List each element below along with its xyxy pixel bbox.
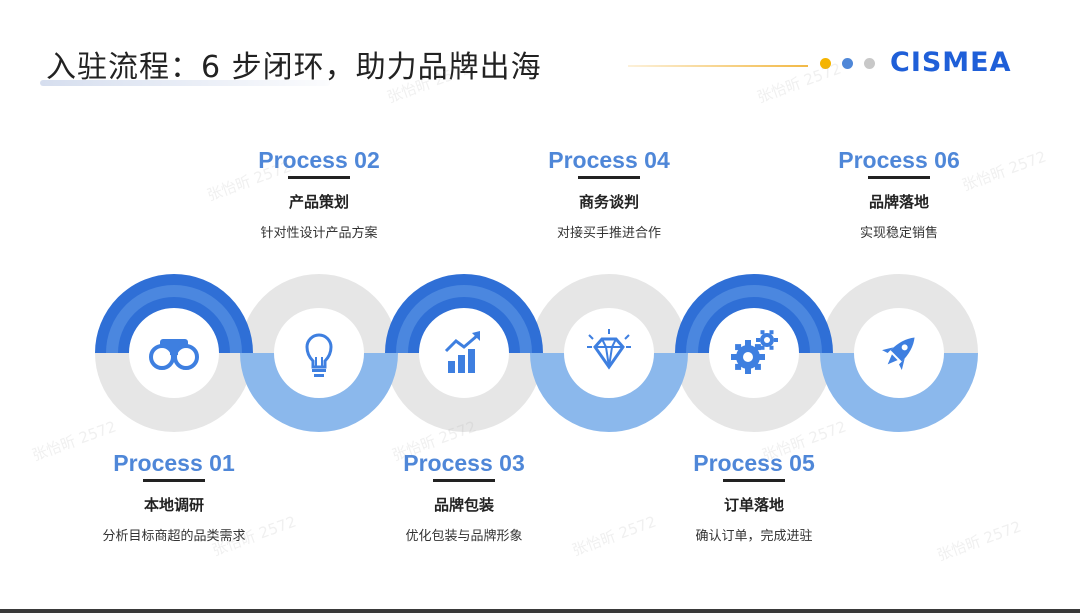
ring-gray-half bbox=[95, 352, 253, 432]
step-4-bar bbox=[578, 176, 640, 179]
step-3-title: Process 03 bbox=[403, 450, 525, 476]
gears-icon bbox=[731, 330, 778, 374]
header-dot-gray bbox=[864, 58, 875, 69]
step-3-desc: 优化包装与品牌形象 bbox=[405, 529, 523, 544]
ring-highlight bbox=[686, 285, 822, 354]
header-accent-line bbox=[628, 65, 808, 67]
step-6-title: Process 06 bbox=[838, 147, 960, 173]
ring-highlight bbox=[106, 285, 242, 354]
ring-blue-half bbox=[385, 274, 543, 354]
ring-gray-half bbox=[530, 274, 688, 354]
step-2-desc: 针对性设计产品方案 bbox=[260, 226, 378, 241]
step-1-desc: 分析目标商超的品类需求 bbox=[102, 529, 246, 544]
step-5-title: Process 05 bbox=[693, 450, 815, 476]
binoculars-icon bbox=[149, 339, 199, 370]
step-1-bar bbox=[143, 479, 205, 482]
step-4-desc: 对接买手推进合作 bbox=[556, 226, 661, 241]
step-3-bar bbox=[433, 479, 495, 482]
step-5-bar bbox=[723, 479, 785, 482]
brand-logo: CISMEA bbox=[890, 47, 1012, 78]
step-4-name: 商务谈判 bbox=[578, 193, 639, 211]
ring-gray-half bbox=[385, 352, 543, 432]
step-4-title: Process 04 bbox=[548, 147, 670, 173]
ring-blue-half bbox=[240, 352, 398, 432]
ring-gray-half bbox=[675, 352, 833, 432]
step-2-title: Process 02 bbox=[258, 147, 380, 173]
page-title: 入驻流程：6 步闭环，助力品牌出海 bbox=[46, 50, 542, 85]
lightbulb-icon bbox=[305, 333, 333, 377]
step-2-name: 产品策划 bbox=[288, 193, 349, 211]
step-1-title: Process 01 bbox=[113, 450, 235, 476]
step-5-name: 订单落地 bbox=[723, 496, 784, 514]
ring-gray-half bbox=[240, 274, 398, 354]
title-underline bbox=[40, 80, 330, 86]
step-5-label: Process 05 订单落地 确认订单，完成进驻 bbox=[624, 450, 884, 544]
step-5-desc: 确认订单，完成进驻 bbox=[695, 529, 813, 544]
diamond-icon bbox=[587, 329, 631, 370]
header-dot-yellow bbox=[820, 58, 831, 69]
step-6-desc: 实现稳定销售 bbox=[859, 226, 938, 241]
ring-blue-half bbox=[675, 274, 833, 354]
ring-blue-half bbox=[820, 352, 978, 432]
ring-highlight bbox=[396, 285, 532, 354]
ring-blue-half bbox=[530, 352, 688, 432]
step-2-bar bbox=[288, 176, 350, 179]
step-1-label: Process 01 本地调研 分析目标商超的品类需求 bbox=[44, 450, 304, 544]
step-1-name: 本地调研 bbox=[143, 496, 204, 514]
step-4-label: Process 04 商务谈判 对接买手推进合作 bbox=[479, 147, 739, 241]
step-6-bar bbox=[868, 176, 930, 179]
rocket-icon bbox=[882, 337, 915, 370]
step-6-label: Process 06 品牌落地 实现稳定销售 bbox=[769, 147, 1029, 241]
step-6-name: 品牌落地 bbox=[868, 193, 929, 211]
growth-chart-icon bbox=[444, 331, 480, 373]
bottom-rule bbox=[0, 609, 1080, 613]
step-2-label: Process 02 产品策划 针对性设计产品方案 bbox=[189, 147, 449, 241]
step-3-label: Process 03 品牌包装 优化包装与品牌形象 bbox=[334, 450, 594, 544]
header-dot-blue bbox=[842, 58, 853, 69]
step-3-name: 品牌包装 bbox=[433, 496, 494, 514]
ring-gray-half bbox=[820, 274, 978, 354]
